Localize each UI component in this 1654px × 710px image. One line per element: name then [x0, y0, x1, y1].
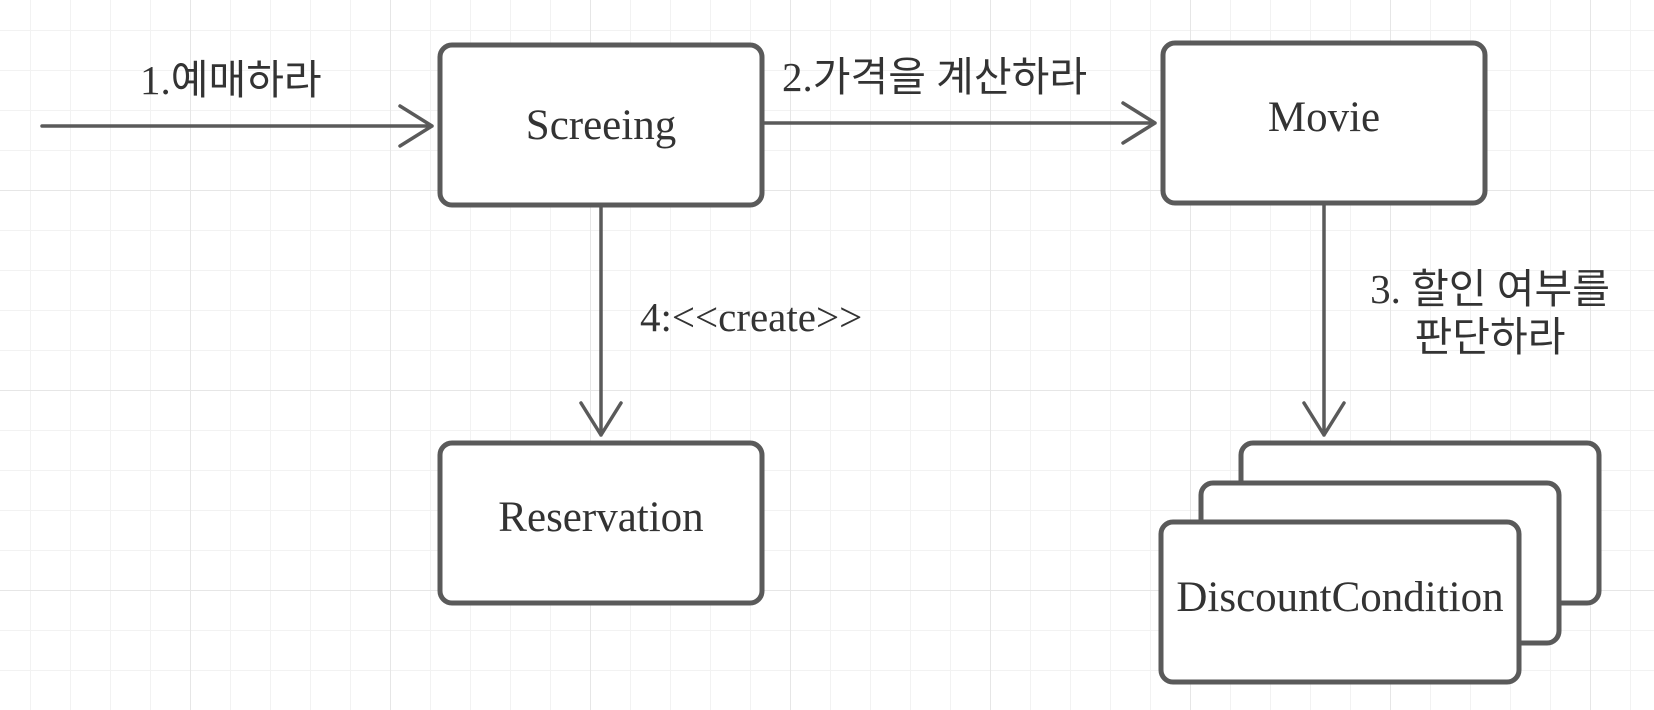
discount-condition-box[interactable]: [1158, 519, 1522, 685]
message-2-label: 2.가격을 계산하라: [782, 54, 1088, 100]
message-4-label: 4:<<create>>: [640, 294, 863, 340]
message-4-arrow: [579, 205, 623, 437]
message-3-label: 3. 할인 여부를 판단하라: [1340, 265, 1640, 361]
reservation-label: Reservation: [498, 493, 704, 541]
screeing-label: Screeing: [525, 101, 677, 149]
screeing-box[interactable]: [437, 42, 765, 208]
message-3-arrow: [1302, 203, 1346, 437]
movie-box[interactable]: [1160, 40, 1488, 206]
message-1-arrow: [40, 104, 434, 148]
message-3-label-line-2: 판단하라: [1414, 314, 1566, 360]
movie-label: Movie: [1267, 93, 1381, 141]
message-2-arrow: [760, 101, 1157, 145]
reservation-box[interactable]: [437, 440, 765, 606]
message-1-label: 1.예매하라: [140, 57, 322, 103]
message-3-label-line-1: 3. 할인 여부를: [1370, 266, 1610, 312]
discount-condition-label: DiscountCondition: [1176, 573, 1504, 621]
